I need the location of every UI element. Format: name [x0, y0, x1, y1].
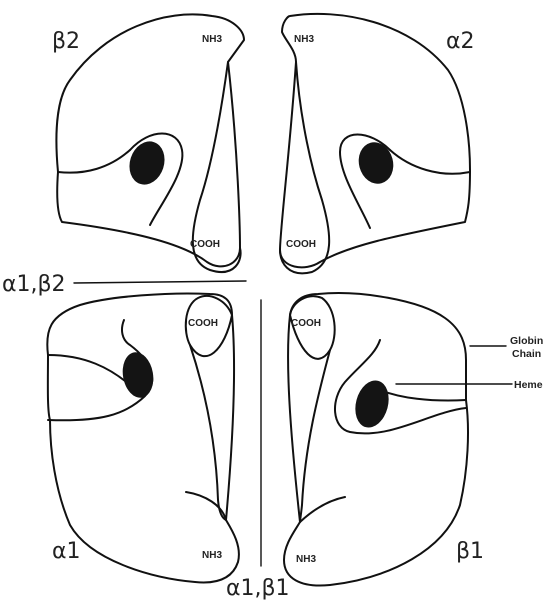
beta1-outline	[284, 293, 468, 585]
alpha1-fold-line	[48, 355, 130, 385]
interface-horizontal-label: α1,β2	[2, 272, 66, 297]
interface-horizontal-line	[74, 281, 246, 283]
alpha1-cooh-label: COOH	[188, 318, 218, 329]
subunit-beta1: β1 NH3 COOH	[284, 293, 484, 585]
subunit-alpha2: α2 NH3 COOH	[280, 14, 475, 273]
beta2-nh3-label: NH3	[202, 34, 222, 45]
alpha2-nh3-label: NH3	[294, 34, 314, 45]
callouts: Globin Chain Heme	[396, 335, 543, 391]
beta1-heme	[350, 377, 393, 432]
beta1-inner-curve	[300, 350, 330, 522]
alpha2-heme	[354, 138, 398, 187]
heme-label: Heme	[514, 379, 543, 391]
interface-vertical-label: α1,β1	[226, 576, 290, 601]
alpha1-heme	[119, 350, 157, 401]
beta2-fold-line	[58, 150, 130, 173]
beta2-heme	[124, 137, 170, 189]
subunit-beta2: β2 NH3 COOH	[52, 14, 244, 272]
globin-label-line2: Chain	[512, 348, 541, 360]
alpha1-nh3-label: NH3	[202, 550, 222, 561]
beta1-cooh-label: COOH	[291, 318, 321, 329]
alpha2-cooh-label: COOH	[286, 239, 316, 250]
alpha1-nterm-curve	[186, 492, 226, 520]
alpha1-label: α1	[52, 539, 81, 564]
beta2-cooh-label: COOH	[190, 239, 220, 250]
beta1-fold-line	[380, 390, 466, 401]
globin-label-line1: Globin	[510, 335, 543, 347]
beta1-nh3-label: NH3	[296, 554, 316, 565]
alpha2-outline	[280, 14, 470, 267]
beta1-label: β1	[456, 539, 484, 564]
beta1-nterm-curve	[300, 497, 345, 522]
beta2-label: β2	[52, 29, 80, 54]
alpha2-fold-line	[390, 150, 470, 174]
subunit-alpha1: α1 NH3 COOH	[47, 293, 239, 582]
alpha2-label: α2	[446, 29, 475, 54]
beta1-heme-pocket	[335, 340, 466, 433]
